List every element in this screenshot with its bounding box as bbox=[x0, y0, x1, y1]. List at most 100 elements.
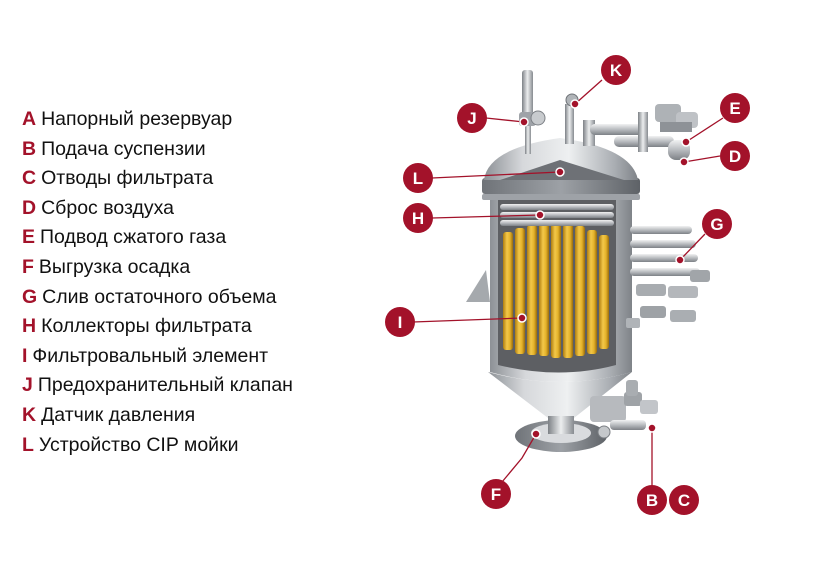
badge-g: G bbox=[702, 209, 732, 239]
inlet-pipe bbox=[610, 420, 646, 430]
legend-key: E bbox=[22, 226, 36, 249]
gas-pipe bbox=[590, 124, 648, 135]
badge-circle bbox=[457, 103, 487, 133]
legend-text: Фильтровальный элемент bbox=[32, 344, 269, 367]
safety-valve-stem bbox=[525, 126, 531, 154]
badge-circle bbox=[637, 485, 667, 515]
vessel-flange bbox=[482, 178, 640, 194]
legend-key: G bbox=[22, 285, 38, 308]
badge-label: J bbox=[467, 109, 476, 128]
badge-label: F bbox=[491, 485, 501, 504]
callout-line-i bbox=[412, 317, 523, 323]
support-bracket bbox=[466, 270, 490, 302]
legend-text: Отводы фильтрата bbox=[41, 167, 214, 190]
filter-element bbox=[503, 232, 513, 350]
badge-label: L bbox=[413, 169, 423, 188]
outlet-pipe bbox=[630, 254, 698, 262]
legend-text: Датчик давления bbox=[41, 403, 196, 426]
callout-dot-i bbox=[517, 313, 527, 323]
callout-dot-f bbox=[531, 429, 541, 439]
callout-dot-h bbox=[535, 210, 545, 220]
vessel-cone bbox=[488, 372, 632, 418]
badge-j: J bbox=[457, 103, 487, 133]
badge-h: H bbox=[403, 203, 433, 233]
badge-l: L bbox=[403, 163, 433, 193]
inlet-cap bbox=[626, 380, 638, 396]
outlet-valve bbox=[636, 284, 666, 296]
vessel bbox=[466, 138, 640, 452]
filter-element bbox=[539, 222, 549, 356]
legend-key: I bbox=[22, 344, 28, 367]
outlet-pipe bbox=[630, 226, 692, 234]
legend-text: Выгрузка осадка bbox=[38, 255, 191, 278]
collector-tube bbox=[500, 220, 614, 226]
outlet-valve bbox=[670, 310, 696, 322]
callout-line-j bbox=[485, 117, 525, 123]
badge-circle bbox=[702, 209, 732, 239]
bottom-inlet bbox=[590, 380, 658, 439]
inlet-valve-body bbox=[590, 396, 626, 422]
callout-dot-d bbox=[679, 157, 689, 167]
legend-key: H bbox=[22, 315, 37, 338]
legend-key: C bbox=[22, 167, 37, 190]
badge-label: B bbox=[646, 491, 658, 510]
badges: J K E D L H G I bbox=[385, 55, 750, 515]
outlet-valve bbox=[668, 286, 698, 298]
callout-line-f bbox=[501, 433, 537, 483]
outlet-pipe bbox=[630, 240, 696, 248]
legend-key: D bbox=[22, 196, 37, 219]
badge-circle bbox=[720, 141, 750, 171]
filtrate-collectors bbox=[500, 204, 614, 226]
badge-label: I bbox=[398, 313, 403, 332]
discharge-neck bbox=[548, 416, 574, 434]
outlet-fitting bbox=[626, 318, 640, 328]
badge-f: F bbox=[481, 479, 511, 509]
callout-line-h bbox=[431, 214, 541, 219]
filter-element bbox=[563, 224, 573, 358]
filter-element bbox=[527, 225, 537, 355]
legend-key: B bbox=[22, 137, 37, 160]
legend-key: F bbox=[22, 255, 34, 278]
legend-text: Слив остаточного объема bbox=[42, 285, 277, 308]
gas-valve-body bbox=[660, 122, 692, 132]
filter-element bbox=[599, 235, 609, 349]
badge-circle bbox=[481, 479, 511, 509]
inlet-valve-actuator bbox=[640, 400, 658, 414]
callout-dot-g bbox=[675, 255, 685, 265]
legend-key: K bbox=[22, 403, 37, 426]
legend-key: L bbox=[22, 433, 34, 456]
top-fittings bbox=[519, 70, 698, 160]
callout-dot-l bbox=[555, 167, 565, 177]
inlet-flange bbox=[597, 425, 611, 439]
badge-circle bbox=[669, 485, 699, 515]
badge-circle bbox=[601, 55, 631, 85]
callout-dot-e bbox=[681, 137, 691, 147]
collector-tube bbox=[500, 212, 614, 218]
outlet-valve bbox=[690, 270, 710, 282]
callout-line-d bbox=[683, 155, 721, 163]
callouts bbox=[412, 79, 724, 488]
badge-c: C bbox=[669, 485, 699, 515]
badge-circle bbox=[720, 93, 750, 123]
legend-text: Подвод сжатого газа bbox=[40, 226, 227, 249]
filter-element bbox=[551, 222, 561, 358]
badge-label: D bbox=[729, 147, 741, 166]
filter-element bbox=[515, 228, 525, 354]
badge-circle bbox=[403, 203, 433, 233]
callout-dot-bc bbox=[647, 423, 657, 433]
outlet-valve bbox=[640, 306, 666, 318]
badge-k: K bbox=[601, 55, 631, 85]
badge-label: K bbox=[610, 61, 623, 80]
safety-valve-flange bbox=[530, 110, 546, 126]
callout-dot-j bbox=[519, 117, 529, 127]
callout-line-g bbox=[679, 233, 706, 261]
legend-key: J bbox=[22, 374, 33, 397]
